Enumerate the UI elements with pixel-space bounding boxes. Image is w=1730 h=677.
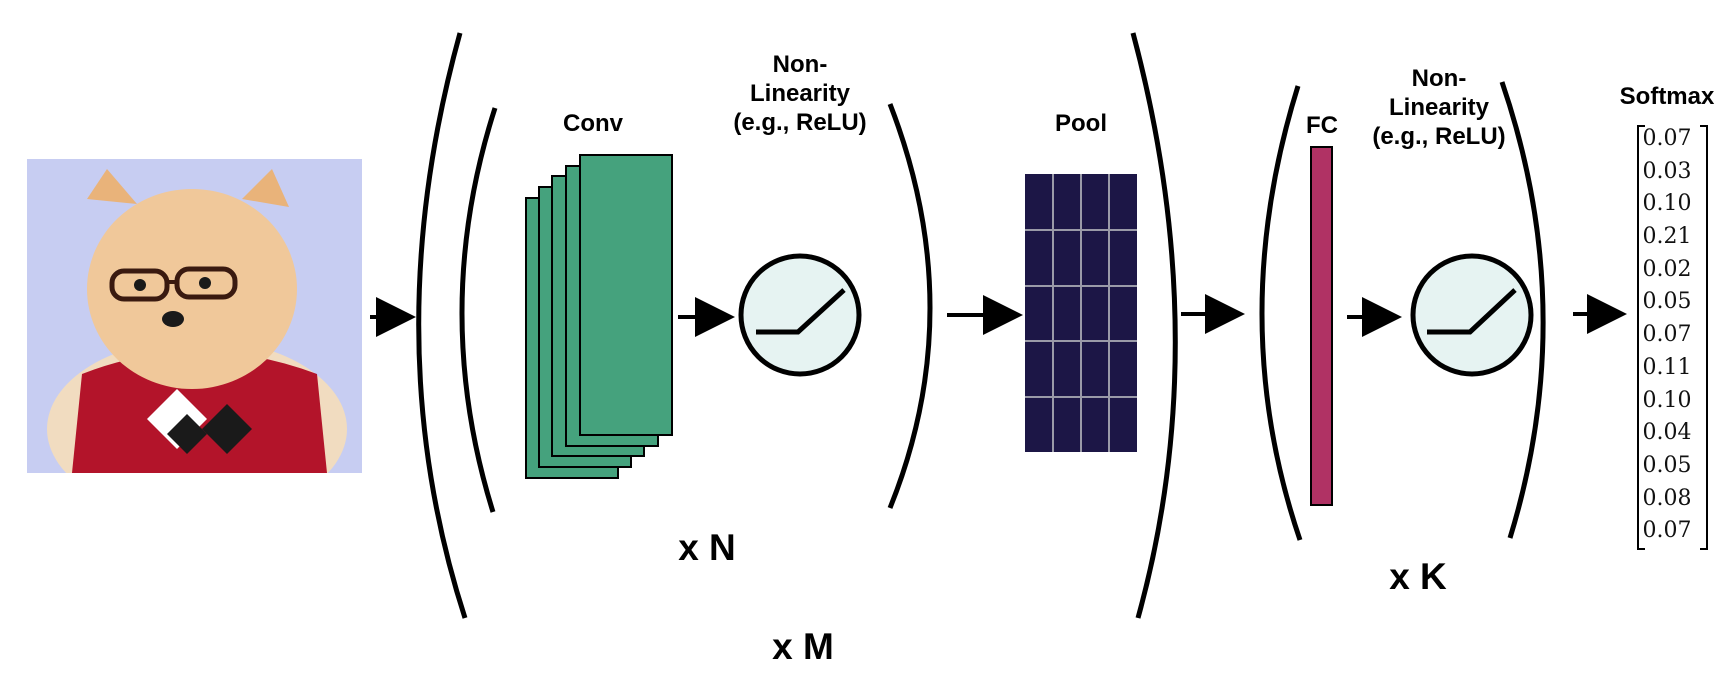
relu-icon-2 <box>1410 253 1534 377</box>
pool-label: Pool <box>1055 110 1107 137</box>
softmax-value: 0.07 <box>1642 518 1692 544</box>
softmax-value: 0.04 <box>1642 420 1692 446</box>
softmax-vector-brackets <box>1637 125 1708 550</box>
nonlinearity-1-line-1: Non- <box>772 51 828 78</box>
softmax-output-vector: 0.07 0.03 0.10 0.21 0.02 0.05 0.07 0.11 … <box>1637 123 1697 548</box>
softmax-value: 0.02 <box>1642 256 1692 282</box>
conv-label: Conv <box>563 110 623 137</box>
nonlinearity-label-1: Non- Linearity (e.g., ReLU) <box>715 51 885 137</box>
softmax-value: 0.21 <box>1642 224 1692 250</box>
softmax-value: 0.11 <box>1642 354 1692 380</box>
repeat-n-label: x N <box>678 527 736 568</box>
inner-left-paren <box>459 107 498 513</box>
nonlinearity-1-line-3: (e.g., ReLU) <box>733 108 867 136</box>
fc-left-paren <box>1259 85 1303 541</box>
input-image <box>27 159 362 473</box>
nonlinearity-2-line-3: (e.g., ReLU) <box>1372 122 1506 150</box>
conv-map-1 <box>579 154 673 436</box>
fc-layer-bar <box>1310 146 1333 506</box>
nonlinearity-1-line-2: Linearity <box>749 79 851 107</box>
softmax-value: 0.07 <box>1642 126 1692 151</box>
softmax-value: 0.05 <box>1642 289 1692 315</box>
softmax-value: 0.10 <box>1642 387 1692 413</box>
nonlinearity-2-line-1: Non- <box>1411 65 1467 92</box>
nonlinearity-2-line-2: Linearity <box>1388 93 1490 121</box>
fc-label: FC <box>1306 112 1338 139</box>
softmax-value: 0.08 <box>1642 485 1692 511</box>
softmax-value: 0.05 <box>1642 452 1692 478</box>
pool-grid <box>1025 174 1137 452</box>
repeat-k-label: x K <box>1389 556 1447 597</box>
softmax-label: Softmax <box>1619 83 1715 110</box>
nonlinearity-label-2: Non- Linearity (e.g., ReLU) <box>1354 65 1524 151</box>
softmax-value: 0.07 <box>1642 322 1692 348</box>
outer-left-paren <box>416 32 468 619</box>
fc-right-paren <box>1499 81 1546 539</box>
conv-feature-maps <box>525 154 673 479</box>
softmax-value: 0.10 <box>1642 191 1692 217</box>
softmax-value: 0.03 <box>1642 158 1692 184</box>
repeat-m-label: x M <box>772 626 834 667</box>
inner-right-paren <box>887 103 933 509</box>
relu-icon-1 <box>738 253 862 377</box>
outer-right-paren <box>1130 32 1178 619</box>
